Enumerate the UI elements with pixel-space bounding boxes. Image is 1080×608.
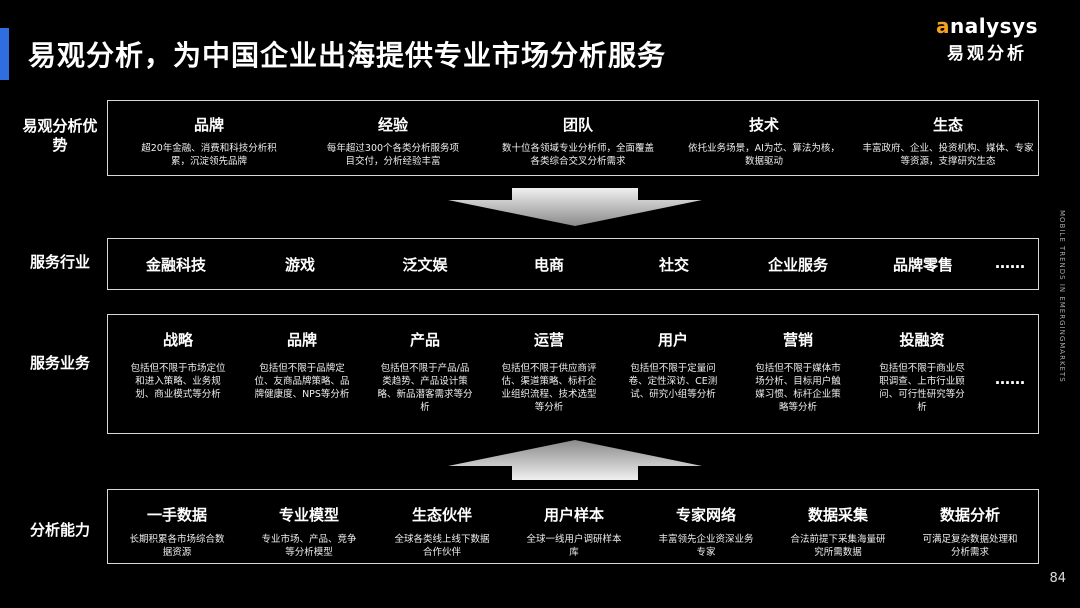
industry-item: 电商 (533, 256, 565, 274)
advantage-item: 团队 数十位各领域专业分析师，全面覆盖各类综合交叉分析需求 (501, 116, 654, 167)
business-more: …… (995, 370, 1025, 388)
industry-item: 游戏 (284, 256, 316, 274)
capability-item: 用户样本 全球一线用户调研样本库 (526, 506, 622, 558)
advantage-item: 技术 依托业务场景，AI为芯、算法为核，数据驱动 (688, 116, 840, 167)
business-item: 营销 包括但不限于媒体市场分析、目标用户触媒习惯、标杆企业策略等分析 (755, 331, 841, 413)
capability-item: 生态伙伴 全球各类线上线下数据合作伙伴 (394, 506, 490, 558)
capability-item: 专业模型 专业市场、产品、竞争等分析模型 (261, 506, 357, 558)
business-item: 产品 包括但不限于产品/品类趋势、产品设计策略、新品潜客需求等分析 (377, 331, 473, 413)
capability-item: 数据采集 合法前提下采集海量研究所需数据 (790, 506, 886, 558)
business-box: 战略 包括但不限于市场定位和进入策略、业务规划、商业模式等分析 品牌 包括但不限… (107, 314, 1039, 434)
business-item: 用户 包括但不限于定量问卷、定性深访、CE测试、研究小组等分析 (628, 331, 718, 400)
advantage-item: 品牌 超20年金融、消费和科技分析积累，沉淀领先品牌 (141, 116, 277, 167)
title-accent-bar (0, 28, 9, 80)
down-arrow-icon (448, 188, 702, 226)
analysys-logo: analysys 易观分析 (932, 14, 1042, 64)
advantage-item: 生态 丰富政府、企业、投资机构、媒体、专家等资源，支撑研究生态 (862, 116, 1034, 167)
logo-wordmark: analysys (936, 14, 1038, 38)
industry-item: 品牌零售 (892, 256, 954, 274)
advantages-label: 易观分析优势 (22, 117, 98, 154)
capability-item: 数据分析 可满足复杂数据处理和分析需求 (922, 506, 1018, 558)
business-item: 运营 包括但不限于供应商评估、渠道策略、标杆企业组织流程、技术选型等分析 (501, 331, 597, 413)
advantage-item: 经验 每年超过300个各类分析服务项目交付，分析经验丰富 (326, 116, 460, 167)
capability-item: 专家网络 丰富领先企业资深业务专家 (658, 506, 754, 558)
page-title: 易观分析，为中国企业出海提供专业市场分析服务 (28, 39, 667, 72)
industry-item: 金融科技 (145, 256, 207, 274)
advantages-box: 品牌 超20年金融、消费和科技分析积累，沉淀领先品牌 经验 每年超过300个各类… (107, 100, 1039, 176)
capability-item: 一手数据 长期积累各市场综合数据资源 (129, 506, 225, 558)
industries-label: 服务行业 (29, 253, 90, 271)
logo-chinese: 易观分析 (947, 44, 1027, 64)
industry-item: 社交 (658, 256, 690, 274)
page-number: 84 (1049, 571, 1066, 586)
capabilities-box: 一手数据 长期积累各市场综合数据资源 专业模型 专业市场、产品、竞争等分析模型 … (107, 489, 1039, 564)
business-item: 品牌 包括但不限于品牌定位、友商品牌策略、品牌健康度、NPS等分析 (254, 331, 350, 400)
industry-item: 企业服务 (767, 256, 829, 274)
industries-more: …… (995, 254, 1025, 272)
business-item: 投融资 包括但不限于商业尽职调查、上市行业顾问、可行性研究等分析 (879, 331, 965, 413)
industry-item: 泛文娱 (402, 256, 448, 274)
industries-box: 金融科技 游戏 泛文娱 电商 社交 企业服务 品牌零售 …… (107, 238, 1039, 290)
capabilities-label: 分析能力 (29, 521, 90, 539)
up-arrow-icon (448, 440, 702, 480)
business-item: 战略 包括但不限于市场定位和进入策略、业务规划、商业模式等分析 (130, 331, 226, 400)
business-label: 服务业务 (29, 354, 90, 372)
side-vertical-text: MOBILE TRENDS IN EMERGINGMARKETS (1058, 210, 1066, 383)
